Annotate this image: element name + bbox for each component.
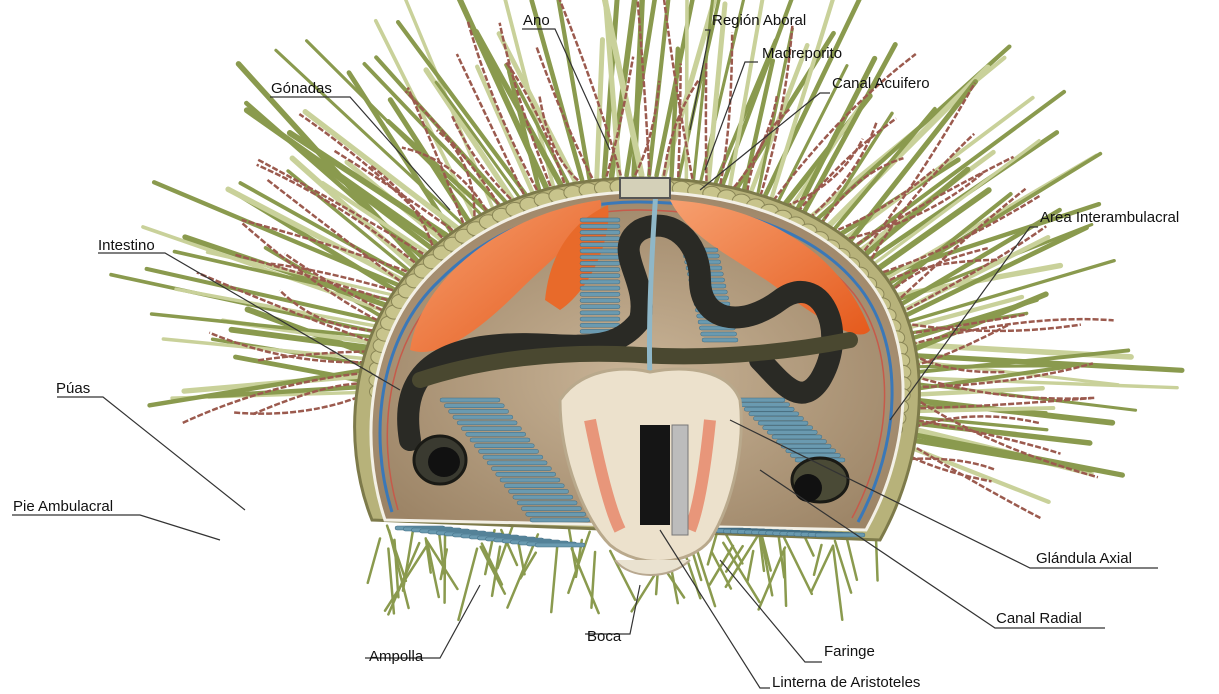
spine <box>551 545 557 612</box>
spine <box>748 551 754 581</box>
ampulla <box>504 484 564 488</box>
mouth <box>615 560 690 575</box>
ampulla <box>491 467 551 471</box>
label-gonadas: Gónadas <box>271 80 332 98</box>
ampulla <box>530 518 590 522</box>
ampulla <box>440 398 500 402</box>
ampulla <box>772 435 822 439</box>
ampulla <box>513 495 573 499</box>
label-region-aboral: Región Aboral <box>712 12 806 30</box>
label-madreporito: Madreporito <box>762 45 842 63</box>
label-puas: Púas <box>56 380 90 398</box>
ampulla <box>580 224 620 228</box>
ampulla <box>521 507 581 511</box>
ampulla <box>580 292 620 296</box>
ampulla <box>580 323 620 327</box>
label-pie-ambulacral: Pie Ambulacral <box>13 498 113 516</box>
ampulla <box>580 230 620 234</box>
pharynx-tube <box>672 425 688 535</box>
label-ano: Ano <box>523 12 550 30</box>
ampulla <box>535 543 585 547</box>
ampulla <box>580 261 620 265</box>
spine <box>439 530 444 573</box>
spine <box>784 549 786 606</box>
ampulla <box>580 255 620 259</box>
ampulla <box>744 407 794 411</box>
intestine-end-right-opening <box>794 474 822 502</box>
label-canal-radial: Canal Radial <box>996 610 1082 628</box>
ampulla <box>580 268 620 272</box>
spine <box>597 40 603 178</box>
label-intestino: Intestino <box>98 237 155 255</box>
lantern-teeth <box>640 425 670 525</box>
intestine-end-left-opening <box>428 447 460 477</box>
ampulla <box>580 298 620 302</box>
ampulla <box>781 444 831 448</box>
ampulla <box>580 218 620 222</box>
ampulla <box>444 404 504 408</box>
ampulla <box>777 440 827 444</box>
ampulla <box>509 489 569 493</box>
ampulla <box>753 416 803 420</box>
spine <box>458 549 477 620</box>
ampulla <box>580 249 620 253</box>
ampulla <box>470 438 530 442</box>
ampulla <box>580 311 620 315</box>
ampulla <box>487 461 547 465</box>
label-ampolla: Ampolla <box>369 648 423 666</box>
ampulla <box>763 426 813 430</box>
ampulla <box>580 286 620 290</box>
ampulla <box>483 455 543 459</box>
label-boca: Boca <box>587 628 621 646</box>
ampulla <box>701 332 737 336</box>
ampulla <box>702 338 738 342</box>
ampulla <box>735 398 785 402</box>
ampulla <box>517 501 577 505</box>
ampulla <box>474 444 534 448</box>
ampulla <box>740 403 790 407</box>
label-linterna: Linterna de Aristoteles <box>772 674 920 692</box>
ampulla <box>449 409 509 413</box>
ampulla <box>500 478 560 482</box>
ampulla <box>526 512 586 516</box>
ampulla <box>453 415 513 419</box>
label-glandula-axial: Glándula Axial <box>1036 550 1132 568</box>
ampulla <box>457 421 517 425</box>
ampulla <box>749 412 799 416</box>
ampulla <box>758 421 808 425</box>
spine <box>569 529 576 571</box>
ampulla <box>580 280 620 284</box>
ampulla <box>580 317 620 321</box>
ampulla <box>479 449 539 453</box>
ampulla <box>767 430 817 434</box>
ampulla <box>580 243 620 247</box>
ampulla <box>461 427 521 431</box>
label-faringe: Faringe <box>824 643 875 661</box>
spine <box>368 539 380 583</box>
ampulla <box>496 472 556 476</box>
ampulla <box>580 237 620 241</box>
label-area-interambulacral: Area Interambulacral <box>1040 209 1179 227</box>
label-canal-acuifero: Canal Acuifero <box>832 75 930 93</box>
apical-disc <box>620 178 670 198</box>
ampulla <box>580 305 620 309</box>
ampulla <box>580 274 620 278</box>
tube-foot <box>706 61 707 181</box>
ampulla <box>466 432 526 436</box>
